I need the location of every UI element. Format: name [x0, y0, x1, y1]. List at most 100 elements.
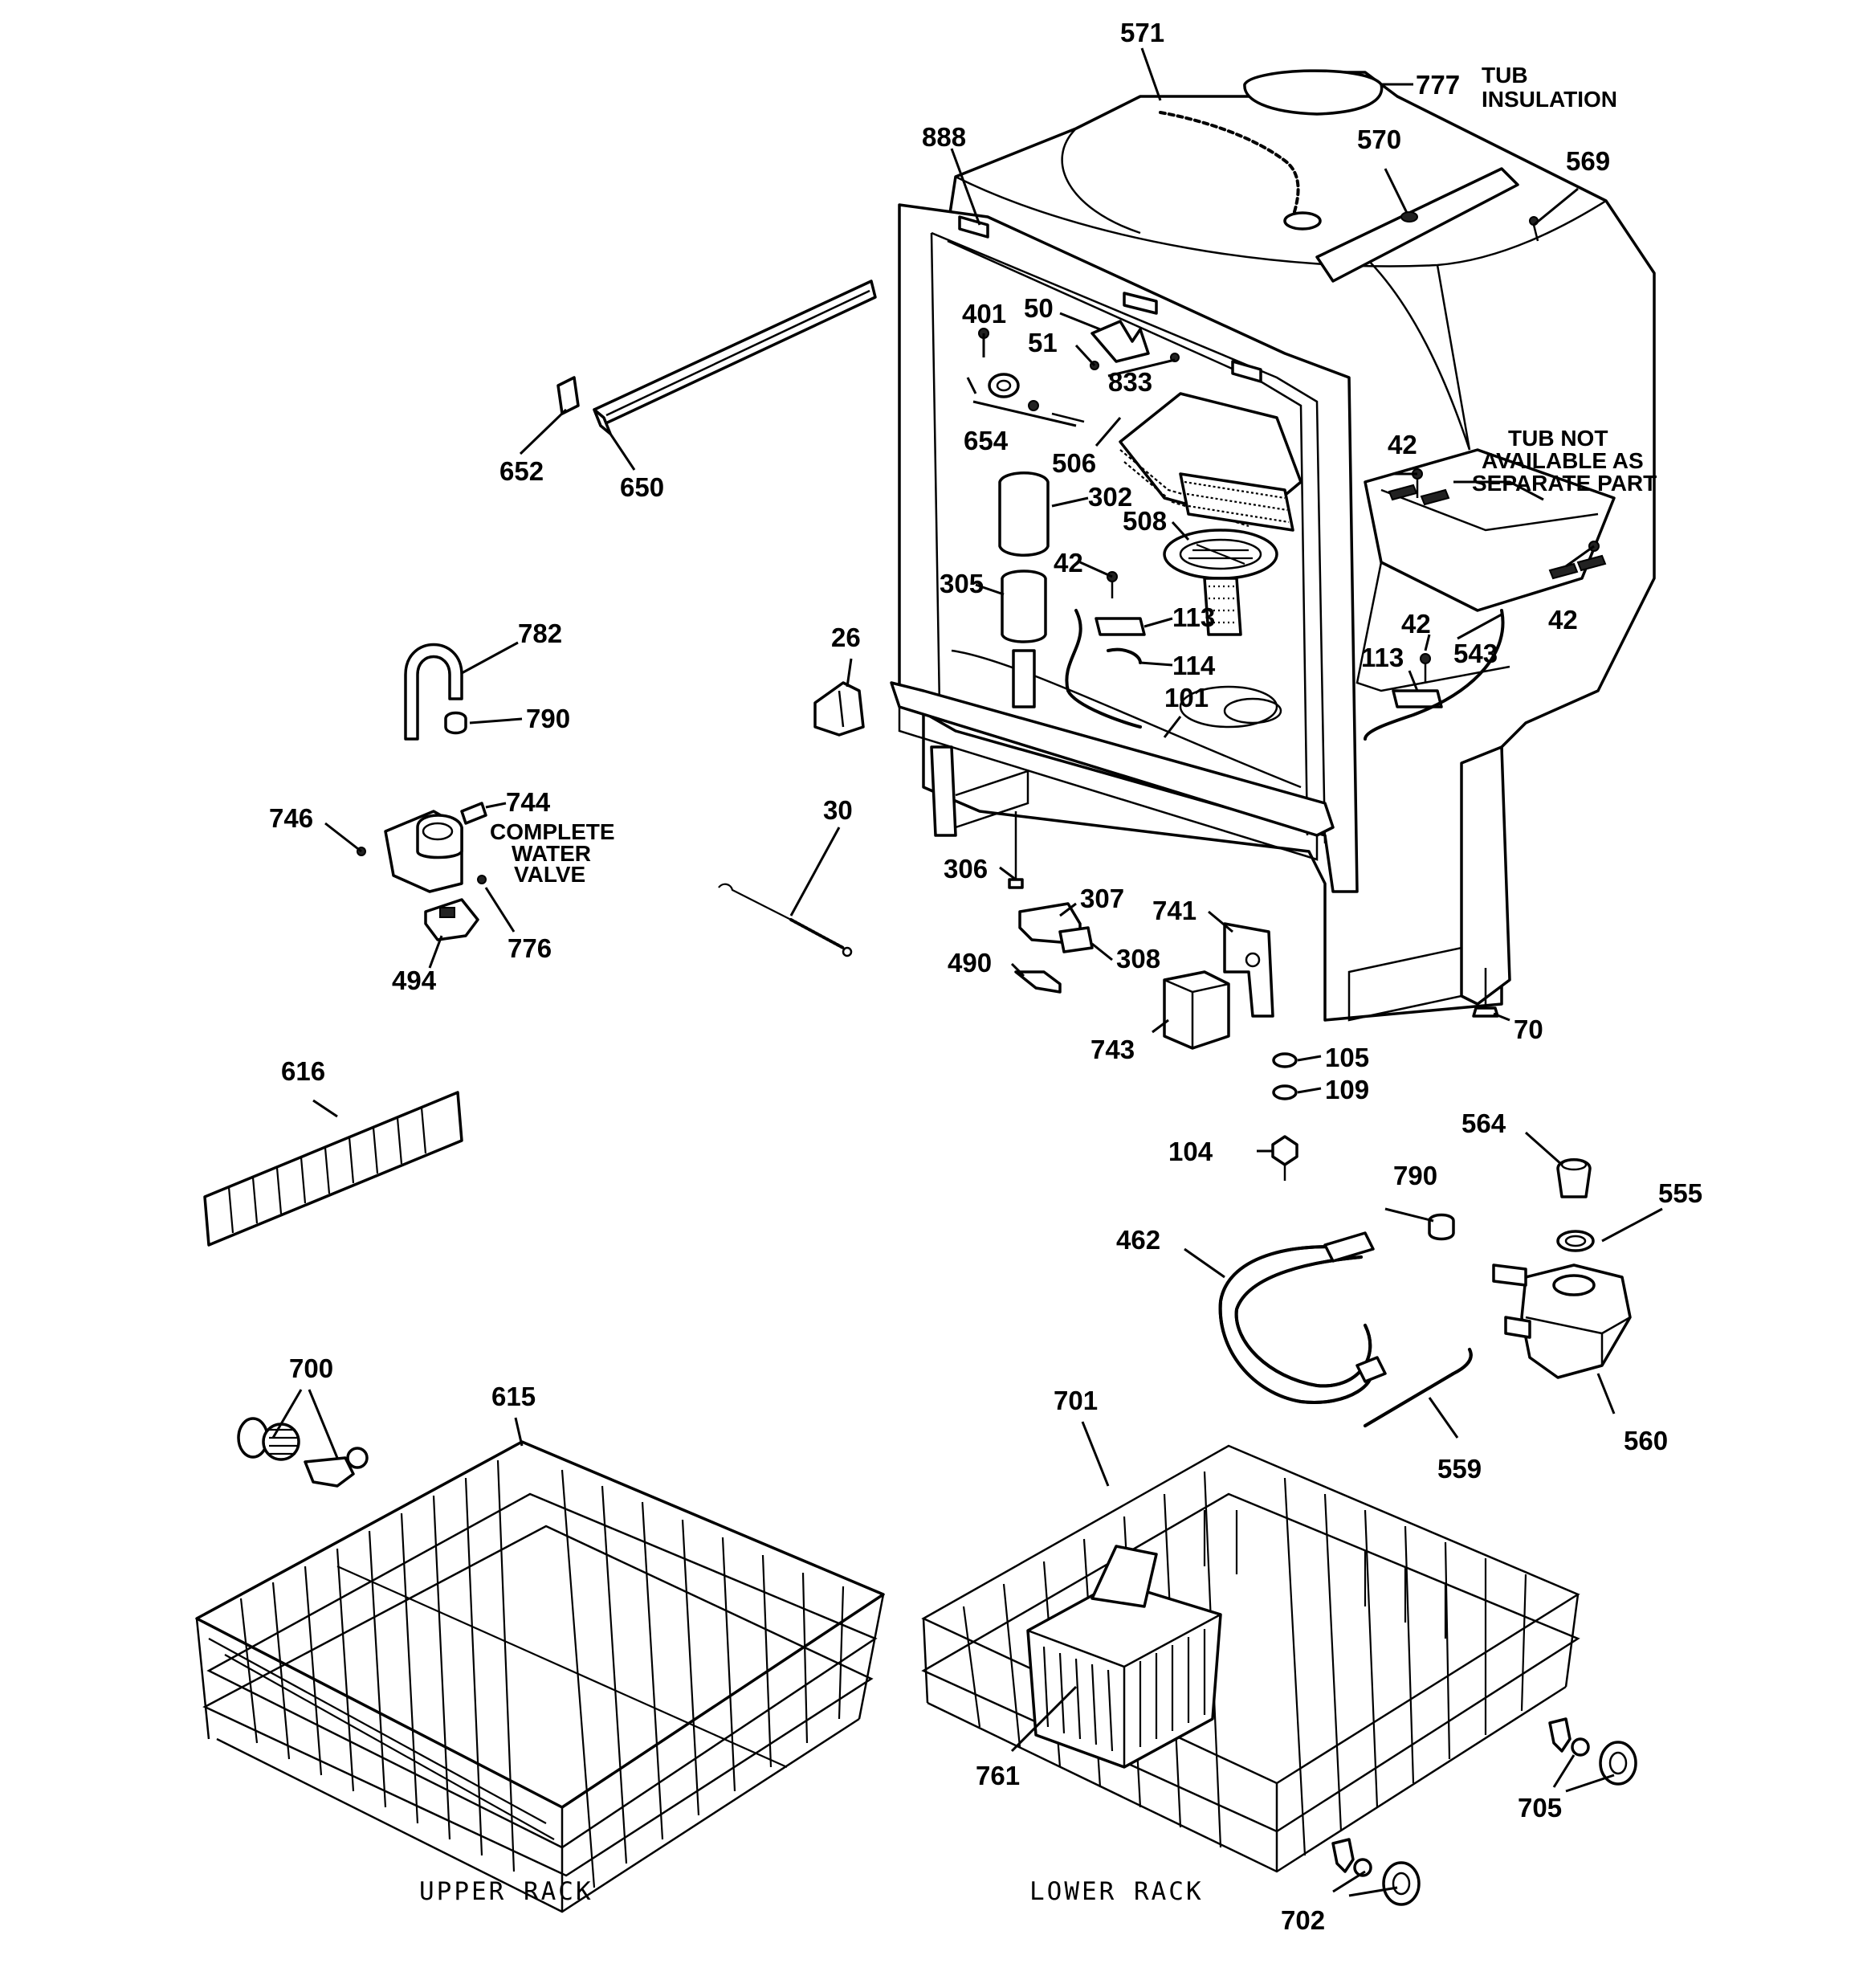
callout-70: 70: [1514, 1014, 1543, 1044]
bracket-741: [1223, 922, 1274, 1018]
callout-571: 571: [1120, 18, 1164, 47]
rail-650: [593, 280, 877, 435]
callout-560: 560: [1624, 1426, 1668, 1455]
callout-42d: 42: [1401, 609, 1431, 639]
leader-lines: [271, 47, 1663, 1897]
callout-113b: 113: [1361, 643, 1404, 672]
cylinder-302: [998, 471, 1050, 557]
callout-569: 569: [1566, 146, 1610, 176]
upper-rack-615: [195, 1440, 885, 1913]
callout-654: 654: [964, 426, 1009, 455]
callout-104: 104: [1168, 1137, 1213, 1166]
callout-555: 555: [1658, 1178, 1702, 1208]
callout-113a: 113: [1172, 602, 1215, 632]
callout-790a: 790: [526, 704, 570, 733]
callout-650: 650: [620, 472, 664, 502]
callout-105: 105: [1325, 1043, 1369, 1072]
callout-109: 109: [1325, 1075, 1369, 1104]
note-water-valve-1: COMPLETE: [490, 819, 615, 844]
note-tub-insulation-1: TUB: [1482, 63, 1528, 88]
callout-30: 30: [823, 795, 853, 825]
callout-746: 746: [269, 803, 313, 833]
callout-101: 101: [1164, 683, 1209, 712]
tub-assembly: [890, 69, 1656, 1022]
bracket-50: [1090, 320, 1150, 363]
bracket-570: [1315, 167, 1519, 283]
tub-insulation-pad: [1243, 69, 1384, 116]
callout-700: 700: [289, 1353, 333, 1383]
callout-777: 777: [1416, 70, 1460, 100]
washer-109: [1272, 1084, 1298, 1100]
callout-508: 508: [1123, 506, 1167, 536]
seal-654: [988, 373, 1020, 398]
silverware-basket-761: [1026, 1545, 1222, 1769]
callout-790b: 790: [1393, 1161, 1437, 1190]
callout-543: 543: [1453, 639, 1498, 668]
caption-lower-rack: LOWER RACK: [1029, 1877, 1204, 1906]
callout-labels: 571 777 570 569 888 401 50 51 833 654 50…: [269, 18, 1702, 1935]
callout-305: 305: [940, 569, 984, 598]
bracket-494: [424, 898, 479, 941]
callout-743: 743: [1090, 1035, 1135, 1064]
clip-113a: [1095, 617, 1146, 636]
callout-570: 570: [1357, 125, 1401, 154]
hose-462: [1218, 1231, 1387, 1404]
filter-508: [1163, 529, 1278, 636]
valve-560: [1492, 1263, 1632, 1379]
callout-490: 490: [948, 948, 992, 978]
vent-hose: [1159, 111, 1300, 218]
callout-833: 833: [1108, 367, 1152, 397]
box-743: [1163, 970, 1230, 1050]
callout-306: 306: [944, 854, 988, 884]
note-tub-not-available-2: AVAILABLE AS: [1482, 448, 1644, 473]
lower-rack-701: [921, 1444, 1580, 1873]
callout-308: 308: [1116, 944, 1160, 974]
detergent-dispenser: [1119, 392, 1302, 532]
callout-652: 652: [499, 456, 544, 486]
foot-26: [813, 681, 865, 737]
cap-652: [556, 376, 580, 415]
hose-559: [1364, 1348, 1473, 1427]
notes: TUB INSULATION TUB NOT AVAILABLE AS SEPA…: [490, 63, 1657, 887]
callout-307: 307: [1080, 884, 1124, 913]
callout-26: 26: [831, 623, 861, 652]
roller-702: [1331, 1838, 1421, 1906]
callout-564: 564: [1461, 1108, 1506, 1138]
callout-702: 702: [1281, 1905, 1325, 1935]
callout-114: 114: [1172, 651, 1216, 680]
note-tub-not-available-1: TUB NOT: [1508, 426, 1608, 451]
note-water-valve-3: VALVE: [514, 862, 585, 887]
callout-42c: 42: [1548, 605, 1578, 635]
callout-705: 705: [1518, 1793, 1562, 1823]
callout-744: 744: [506, 787, 551, 817]
note-tub-insulation-2: INSULATION: [1482, 87, 1617, 112]
callout-42a: 42: [1054, 548, 1083, 578]
spring-30: [718, 883, 853, 957]
callout-506: 506: [1052, 448, 1096, 478]
cylinder-305: [1001, 569, 1047, 643]
note-water-valve-2: WATER: [512, 841, 591, 866]
callout-50: 50: [1024, 293, 1054, 323]
floor-vents: [1388, 484, 1607, 580]
nut-104: [1271, 1135, 1298, 1166]
switch-308: [1058, 926, 1094, 953]
callout-888: 888: [922, 122, 966, 152]
roller-700: [237, 1417, 369, 1488]
washer-105: [1272, 1052, 1298, 1068]
callout-782: 782: [518, 618, 562, 648]
switch-490: [1014, 970, 1062, 994]
callout-701: 701: [1054, 1386, 1098, 1415]
callout-616: 616: [281, 1056, 325, 1086]
clamp-790b: [1428, 1213, 1455, 1241]
callout-741: 741: [1152, 896, 1196, 925]
callout-776: 776: [508, 933, 552, 963]
callout-42b: 42: [1388, 430, 1417, 459]
hose-782: [404, 643, 463, 741]
water-valve-744: [384, 802, 487, 893]
clip-113b: [1392, 689, 1443, 708]
callout-401: 401: [962, 299, 1006, 329]
callout-494: 494: [392, 965, 437, 995]
callout-761: 761: [976, 1761, 1020, 1790]
callout-51: 51: [1028, 328, 1058, 357]
